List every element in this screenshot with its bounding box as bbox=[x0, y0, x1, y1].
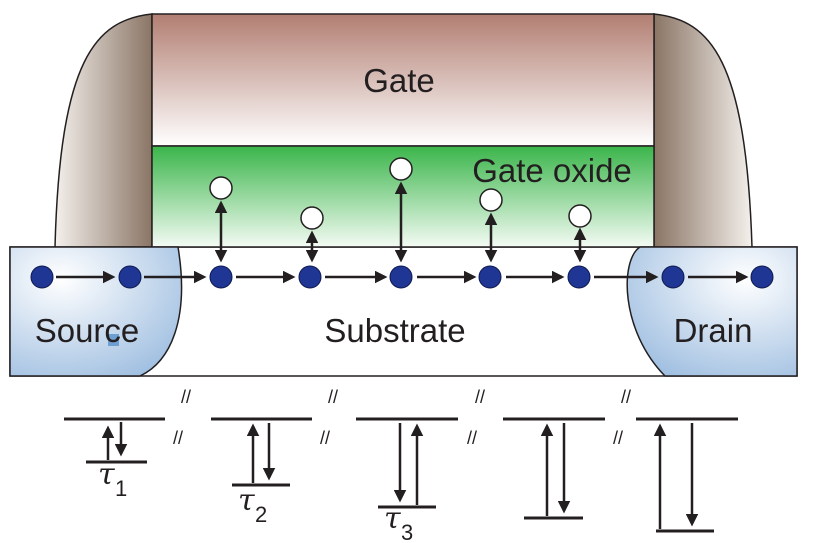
break-mark: // bbox=[173, 428, 183, 448]
trap-circle bbox=[300, 206, 324, 230]
electron-dot bbox=[118, 265, 142, 289]
drain-label: Drain bbox=[674, 312, 753, 349]
transition-arrows bbox=[101, 422, 699, 529]
break-mark: // bbox=[475, 387, 485, 407]
electron-dot bbox=[750, 265, 774, 289]
tau-2-label: τ 2 bbox=[238, 483, 267, 527]
tau-subscript: 3 bbox=[401, 520, 413, 543]
trap-exchange-arrows bbox=[214, 181, 587, 263]
break-mark: // bbox=[621, 387, 631, 407]
tau-1-label: τ 1 bbox=[98, 457, 127, 501]
substrate-label: Substrate bbox=[324, 312, 465, 349]
electron-dot bbox=[298, 265, 322, 289]
break-mark: // bbox=[328, 387, 338, 407]
tau-subscript: 1 bbox=[115, 476, 127, 501]
break-mark: // bbox=[320, 428, 330, 448]
tau-3-label: τ 3 bbox=[384, 501, 413, 543]
tau-symbol: τ bbox=[384, 501, 401, 536]
trap-circle bbox=[209, 176, 233, 200]
break-mark: // bbox=[467, 428, 477, 448]
break-mark: // bbox=[613, 428, 623, 448]
trap-circle bbox=[568, 204, 592, 228]
trap-circle bbox=[479, 188, 503, 212]
right-spacer bbox=[653, 13, 753, 248]
oxide-traps bbox=[209, 157, 592, 230]
trap-circle bbox=[389, 157, 413, 181]
gate-electrode bbox=[151, 13, 655, 147]
gate-oxide-label: Gate oxide bbox=[472, 152, 632, 189]
tau-symbol: τ bbox=[238, 483, 255, 518]
energy-levels bbox=[64, 417, 738, 533]
tau-subscript: 2 bbox=[255, 502, 267, 527]
electron-dot bbox=[567, 265, 591, 289]
left-spacer bbox=[54, 13, 153, 248]
gate-label: Gate bbox=[363, 62, 435, 99]
electron-dot bbox=[661, 265, 685, 289]
electron-dot bbox=[209, 265, 233, 289]
electron-dot bbox=[478, 265, 502, 289]
break-mark: // bbox=[181, 387, 191, 407]
break-marks: // // // // // // // // bbox=[173, 387, 631, 448]
electron-dot bbox=[30, 265, 54, 289]
source-marker bbox=[108, 334, 119, 346]
electron-dot bbox=[389, 265, 413, 289]
source-label: Source bbox=[35, 312, 140, 349]
tau-symbol: τ bbox=[98, 457, 115, 492]
electrons bbox=[30, 265, 774, 289]
